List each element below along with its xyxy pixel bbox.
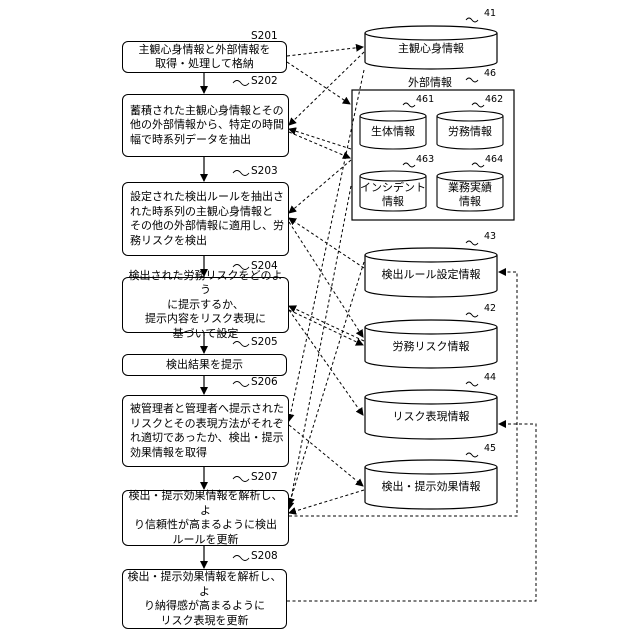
db-label-subjective: 主観心身情報 (365, 42, 497, 56)
ext-label-biometric: 生体情報 (360, 125, 426, 139)
db-label-detection-rules: 検出ルール設定情報 (365, 268, 497, 282)
external-info-label: 外部情報 (408, 76, 452, 89)
step-box-s205: 検出結果を提示 (122, 354, 287, 376)
step-box-s206: 被管理者と管理者へ提示された リスクとその表現方法がそれぞ れ適切であったか、検… (122, 395, 289, 467)
ext-num-464: 464 (485, 154, 503, 165)
step-box-s204: 検出された労務リスクをどのよう に提示するか、 提示内容をリスク表現に 基づいて… (122, 277, 289, 333)
step-box-s203: 設定された検出ルールを抽出さ れた時系列の主観心身情報と その他の外部情報に適用… (122, 182, 289, 256)
ext-label-performance: 業務実績 情報 (437, 181, 503, 209)
step-id-s202: S202 (251, 75, 278, 87)
db-label-effect-info: 検出・提示効果情報 (365, 480, 497, 494)
ext-num-461: 461 (416, 94, 434, 105)
ext-label-incident: インシデント 情報 (358, 181, 428, 209)
db-num-45: 45 (484, 443, 496, 454)
step-box-s208: 検出・提示効果情報を解析し、よ り納得感が高まるように リスク表現を更新 (122, 569, 287, 629)
step-box-s207: 検出・提示効果情報を解析し、よ り信頼性が高まるように検出 ルールを更新 (122, 490, 289, 546)
ext-num-462: 462 (485, 94, 503, 105)
ext-num-463: 463 (416, 154, 434, 165)
step-id-s206: S206 (251, 376, 278, 388)
step-box-s202: 蓄積された主観心身情報とその 他の外部情報から、特定の時間 幅で時系列データを抽… (122, 94, 289, 157)
db-label-labor-risk: 労務リスク情報 (365, 340, 497, 354)
group-num-46: 46 (484, 68, 496, 79)
step-id-s207: S207 (251, 471, 278, 483)
db-num-41: 41 (484, 8, 496, 19)
step-id-s203: S203 (251, 165, 278, 177)
db-num-42: 42 (484, 303, 496, 314)
db-label-risk-expression: リスク表現情報 (365, 410, 497, 424)
step-id-s208: S208 (251, 550, 278, 562)
db-num-44: 44 (484, 372, 496, 383)
ext-label-labor: 労務情報 (437, 125, 503, 139)
step-box-s201: 主観心身情報と外部情報を 取得・処理して格納 (122, 41, 287, 73)
db-num-43: 43 (484, 231, 496, 242)
